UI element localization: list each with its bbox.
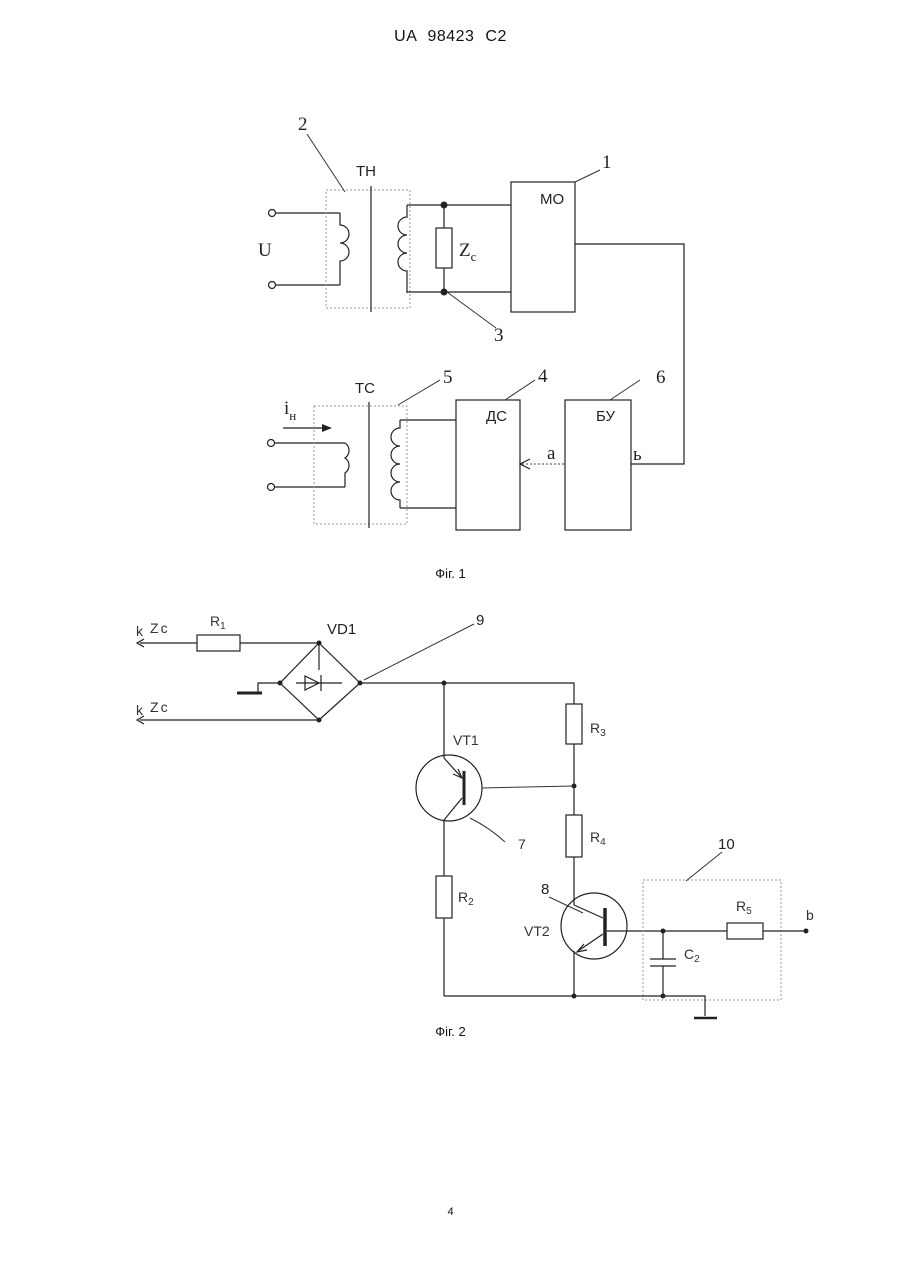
label-current: iн	[284, 398, 296, 423]
label-vt1: VT1	[453, 732, 479, 748]
ref-7: 7	[518, 836, 526, 852]
label-zc: Zc	[459, 240, 477, 264]
ground-rail	[444, 994, 717, 1019]
resistor-r4: R4	[566, 815, 606, 905]
label-ds: ДС	[486, 408, 507, 425]
terminal-k-bottom: k	[136, 702, 144, 718]
capacitor-c2	[650, 931, 676, 996]
zc-bottom: Zc	[150, 699, 168, 715]
port-b: ь	[633, 444, 642, 465]
block-ds: ДС 4	[456, 366, 548, 530]
voltage-input: U	[258, 210, 340, 289]
load-impedance-zc: Zc 3	[407, 202, 511, 347]
ref-2: 2	[298, 114, 308, 135]
positive-rail	[360, 683, 574, 704]
ref-3: 3	[494, 325, 504, 346]
ref-9: 9	[476, 612, 484, 629]
label-tn: ТН	[356, 163, 376, 180]
label-r2: R2	[458, 889, 474, 908]
figure-1-caption: Фіг. 1	[0, 566, 901, 581]
resistor-r1	[197, 635, 240, 651]
zc-top: Zc	[150, 620, 168, 636]
input-line-top: k Zc R1	[136, 613, 322, 670]
label-c2: C2	[684, 946, 700, 965]
diode-bridge-vd1: VD1 9	[237, 612, 484, 720]
label-r3: R3	[590, 720, 606, 739]
resistor-r3: R3	[566, 704, 606, 815]
transistor-vt1: VT1 7	[416, 683, 574, 876]
current-transformer: ТС 5	[314, 367, 456, 528]
label-ts: ТС	[355, 380, 375, 397]
input-line-bottom: k Zc	[136, 699, 322, 724]
output-b: b	[806, 907, 814, 923]
port-a: а	[547, 443, 556, 464]
resistor-r2: R2	[436, 876, 474, 996]
filter-block-10: 10 R5 b C2	[643, 836, 814, 1000]
label-bu: БУ	[596, 408, 615, 425]
figure-2: k Zc R1 k Zc VD1 9	[136, 612, 814, 1018]
current-input: iн	[268, 398, 350, 491]
link-a: а	[520, 443, 565, 469]
label-vt2: VT2	[524, 923, 550, 939]
label-r5: R5	[736, 898, 752, 917]
ref-6: 6	[656, 367, 666, 388]
label-mo: МО	[540, 191, 564, 208]
ref-1: 1	[602, 152, 612, 173]
voltage-label-u: U	[258, 240, 272, 261]
ref-4: 4	[538, 366, 548, 387]
resistor-r5	[727, 923, 763, 939]
figure-1: U ТН 2 Zc 3 МО	[258, 114, 684, 530]
ref-8: 8	[541, 881, 549, 898]
terminal-k-top: k	[136, 623, 144, 639]
label-r1: R1	[210, 613, 226, 632]
ref-10: 10	[718, 836, 735, 853]
block-bu: БУ ь 6	[565, 367, 666, 530]
figure-2-caption: Фіг. 2	[0, 1024, 901, 1039]
label-vd1: VD1	[327, 621, 356, 638]
transistor-vt2: VT2 8	[524, 881, 663, 996]
label-r4: R4	[590, 829, 606, 848]
page-number: 4	[0, 1206, 901, 1218]
ref-5: 5	[443, 367, 453, 388]
